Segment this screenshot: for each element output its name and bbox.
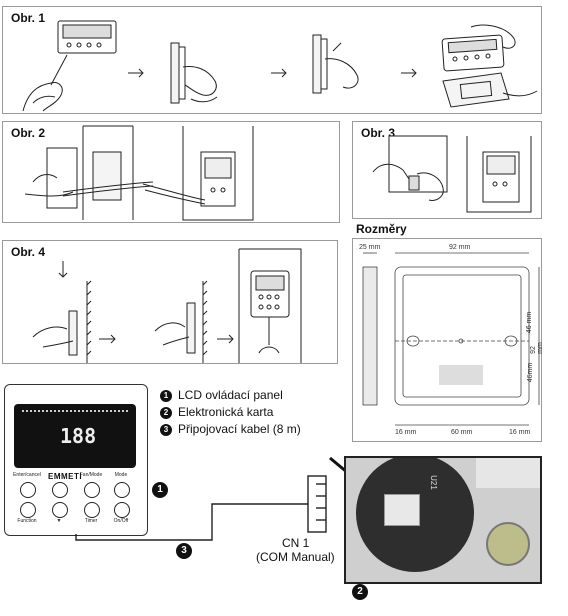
down-label: ▼ (56, 518, 62, 524)
lcd-display: 188 (14, 404, 136, 468)
figure-3-title: Obr. 3 (361, 126, 396, 140)
figure-4-title: Obr. 4 (11, 245, 46, 259)
fan-mode-button[interactable] (84, 482, 100, 498)
function-label: Function (17, 518, 37, 524)
mode-label: Mode (114, 472, 128, 478)
dim-60: 60 mm (451, 429, 473, 436)
callout-1: 1 (152, 482, 168, 498)
figure-3-illustration (372, 135, 532, 213)
board-connector (384, 494, 420, 526)
connector-label-cn1: CN 1 (282, 536, 310, 550)
brand-logo: EMMETI (48, 472, 83, 481)
fan-mode-label: Fan/Mode (79, 472, 103, 478)
callout-2: 2 (352, 584, 368, 600)
legend-item-2: 2 Elektronická karta (160, 405, 273, 419)
up-label: ▲ (56, 472, 62, 478)
timer-label: Timer (84, 518, 98, 524)
dimensions-drawing (362, 252, 540, 426)
connector-label-com: (COM Manual) (256, 550, 335, 564)
dim-92-top: 92 mm (449, 244, 471, 251)
legend-number-3: 3 (160, 424, 172, 436)
up-button[interactable] (52, 482, 68, 498)
figure-2-illustration (24, 125, 254, 221)
callout-3: 3 (176, 543, 192, 559)
down-button[interactable] (52, 502, 68, 518)
mode-button[interactable] (114, 482, 130, 498)
figure-1-panel: Obr. 1 (2, 6, 542, 114)
legend-text-3: Připojovací kabel (8 m) (178, 422, 301, 436)
function-button[interactable] (20, 502, 36, 518)
figure-2-panel: Obr. 2 (2, 121, 340, 223)
dimensions-panel: 25 mm 92 mm 46 mm 92 mm 46mm 16 mm 60 mm… (352, 238, 544, 442)
figure-3-panel: Obr. 3 (352, 121, 542, 219)
timer-button[interactable] (84, 502, 100, 518)
electronic-board-photo: U21 (344, 456, 542, 584)
dimensions-title: Rozměry (356, 222, 407, 236)
on-off-label: On/Off (113, 518, 129, 524)
figure-4-illustration (32, 248, 302, 363)
board-component (486, 522, 530, 566)
lcd-icons-row (22, 410, 128, 420)
legend-text-2: Elektronická karta (178, 405, 274, 419)
legend-item-3: 3 Připojovací kabel (8 m) (160, 422, 301, 436)
figure-2-title: Obr. 2 (11, 126, 46, 140)
dim-16-right: 16 mm (509, 429, 531, 436)
legend-text-1: LCD ovládací panel (178, 388, 283, 402)
legend-item-1: 1 LCD ovládací panel (160, 388, 283, 402)
enter-cancel-button[interactable] (20, 482, 36, 498)
dim-16-left: 16 mm (395, 429, 417, 436)
figure-1-title: Obr. 1 (11, 11, 46, 25)
lcd-digits: 188 (60, 424, 97, 448)
enter-cancel-label: Enter/cancel (13, 472, 41, 478)
board-strip (476, 458, 540, 488)
legend-number-1: 1 (160, 390, 172, 402)
on-off-button[interactable] (114, 502, 130, 518)
figure-4-panel: Obr. 4 (2, 240, 338, 364)
dim-25: 25 mm (359, 244, 381, 251)
legend-number-2: 2 (160, 407, 172, 419)
figure-1-illustration (22, 20, 538, 112)
board-chip-label: U21 (428, 475, 438, 490)
